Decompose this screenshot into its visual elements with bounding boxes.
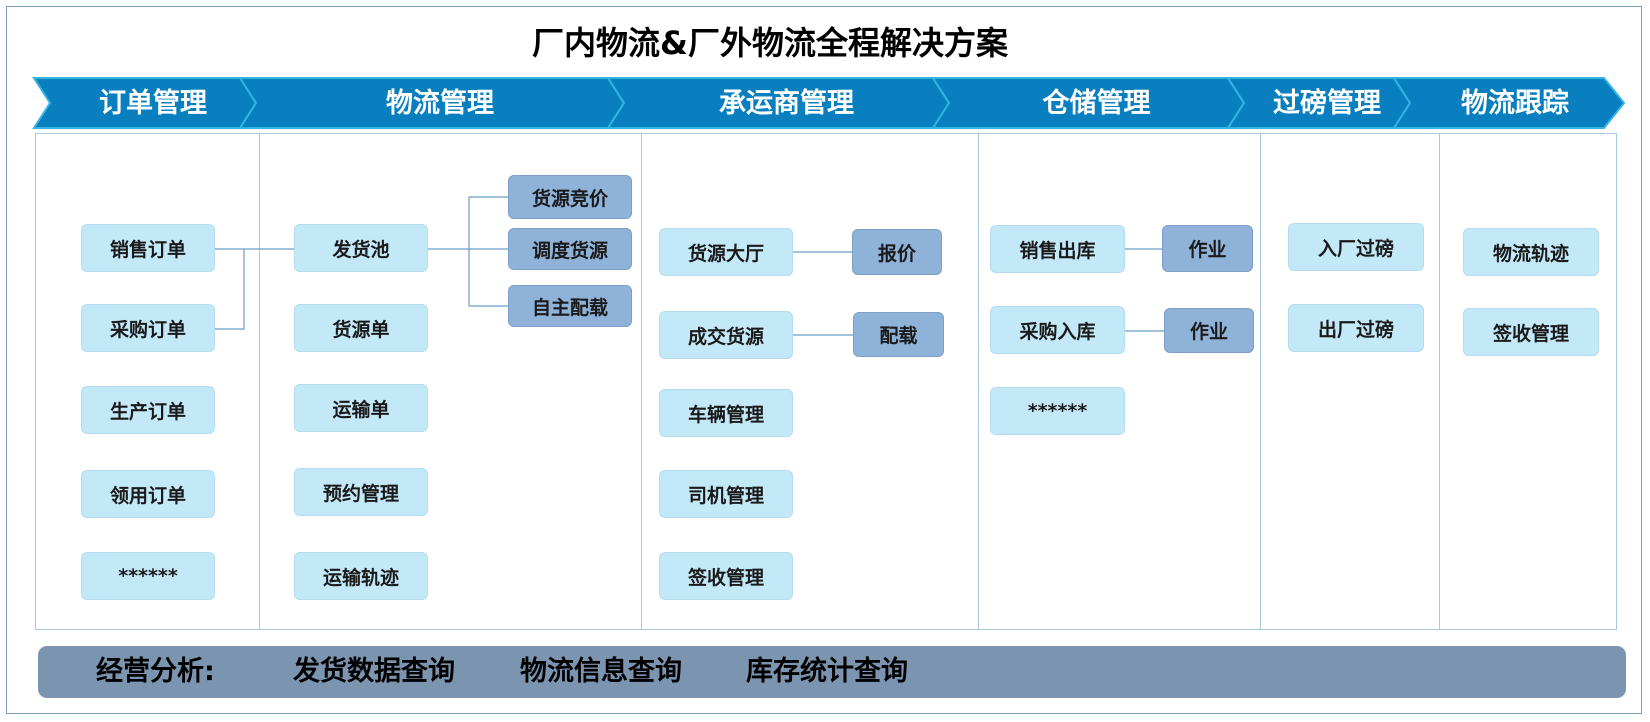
logistics-item-shipping-pool[interactable]: 发货池: [294, 224, 428, 272]
stage-label-logistics: 物流管理: [386, 88, 494, 119]
carrier-item-receipt[interactable]: 签收管理: [659, 552, 793, 600]
warehouse-item-sales-outbound[interactable]: 销售出库: [990, 225, 1125, 273]
chevron-stage-6: [1392, 77, 1626, 129]
panel-weighing: [1260, 133, 1440, 630]
panel-tracking: [1439, 133, 1617, 630]
logistics-item-transport-order[interactable]: 运输单: [294, 384, 428, 432]
order-item-purchase-order[interactable]: 采购订单: [81, 304, 215, 352]
order-item-requisition-order[interactable]: 领用订单: [81, 470, 215, 518]
warehouse-action-outbound-operation[interactable]: 作业: [1162, 225, 1253, 272]
tracking-item-receipt[interactable]: 签收管理: [1463, 308, 1599, 356]
business-analysis-label: 经营分析:: [96, 656, 215, 687]
diagram-frame: [6, 6, 1642, 714]
carrier-item-drivers[interactable]: 司机管理: [659, 470, 793, 518]
order-item-more[interactable]: ******: [81, 552, 215, 600]
process-chevron-band: [32, 77, 1626, 129]
stage-label-weighing: 过磅管理: [1273, 88, 1381, 119]
pool-option-bidding[interactable]: 货源竞价: [508, 175, 632, 219]
stage-label-order: 订单管理: [99, 88, 207, 119]
connector-purchase-order-to-pool: [215, 249, 245, 330]
pool-option-dispatch[interactable]: 调度货源: [508, 228, 632, 270]
pool-option-self-loading[interactable]: 自主配载: [508, 285, 632, 327]
carrier-action-quote[interactable]: 报价: [852, 229, 942, 275]
weighing-item-exit[interactable]: 出厂过磅: [1288, 304, 1424, 352]
stage-label-carrier: 承运商管理: [719, 88, 854, 119]
order-item-production-order[interactable]: 生产订单: [81, 386, 215, 434]
panel-order: [35, 133, 260, 630]
inventory-stats-query-link[interactable]: 库存统计查询: [746, 656, 908, 687]
warehouse-item-purchase-inbound[interactable]: 采购入库: [990, 306, 1125, 354]
warehouse-item-more[interactable]: ******: [990, 387, 1125, 435]
page-title: 厂内物流&厂外物流全程解决方案: [532, 24, 1008, 62]
shipping-data-query-link[interactable]: 发货数据查询: [293, 656, 455, 687]
carrier-item-vehicles[interactable]: 车辆管理: [659, 389, 793, 437]
warehouse-action-inbound-operation[interactable]: 作业: [1164, 308, 1254, 353]
carrier-action-load[interactable]: 配载: [853, 312, 944, 357]
stage-label-warehouse: 仓储管理: [1042, 88, 1151, 119]
stage-label-tracking: 物流跟踪: [1461, 88, 1569, 119]
carrier-item-cargo-hall[interactable]: 货源大厅: [659, 228, 793, 276]
order-item-sales-order[interactable]: 销售订单: [81, 224, 215, 272]
weighing-item-entry[interactable]: 入厂过磅: [1288, 223, 1424, 271]
logistics-info-query-link[interactable]: 物流信息查询: [520, 656, 682, 687]
tracking-item-track[interactable]: 物流轨迹: [1463, 228, 1599, 276]
logistics-item-reservation[interactable]: 预约管理: [294, 468, 428, 516]
panel-warehouse: [978, 133, 1261, 630]
logistics-item-cargo-source[interactable]: 货源单: [294, 304, 428, 352]
business-analysis-bar: 经营分析: 发货数据查询 物流信息查询 库存统计查询: [38, 646, 1626, 698]
logistics-item-transport-track[interactable]: 运输轨迹: [294, 552, 428, 600]
carrier-item-closed-deals[interactable]: 成交货源: [659, 311, 793, 359]
